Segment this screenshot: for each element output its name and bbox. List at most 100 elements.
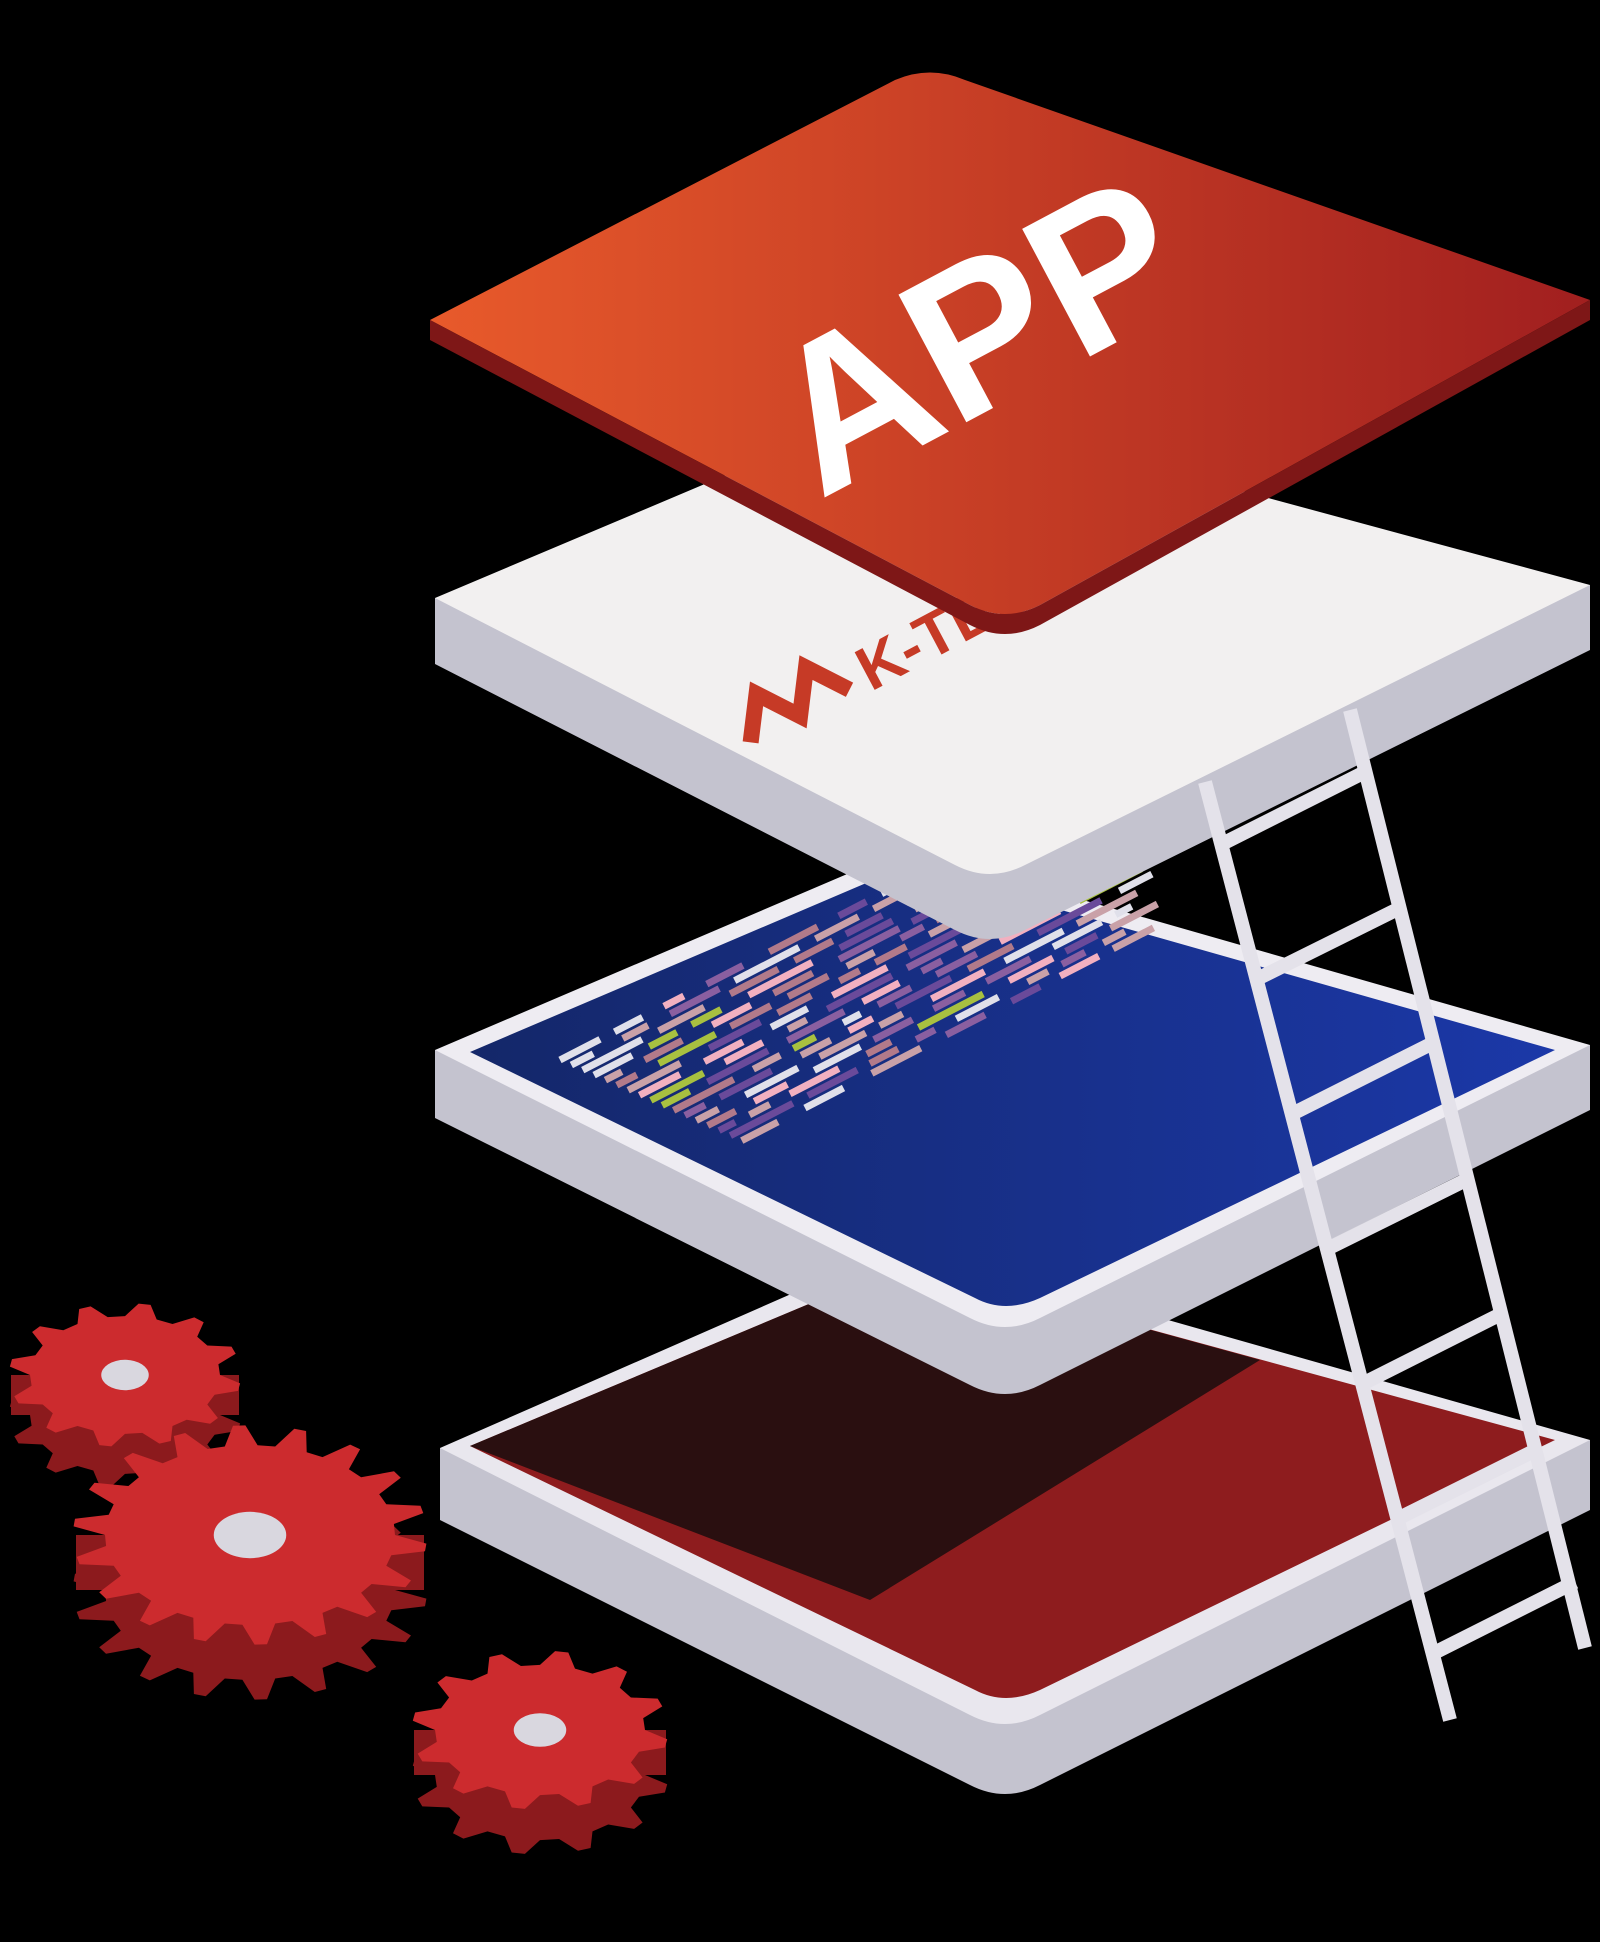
code-dash (1064, 932, 1099, 955)
code-dash (706, 1107, 738, 1129)
code-dash (894, 974, 953, 1010)
code-dash (931, 989, 967, 1012)
code-dash (581, 1036, 644, 1074)
code-dash (690, 1006, 723, 1028)
code-dash (813, 913, 860, 942)
code-dash (621, 1022, 650, 1042)
code-dash (872, 1016, 915, 1043)
code-dash (861, 979, 901, 1005)
code-dash (683, 1101, 707, 1119)
code-dash (705, 962, 745, 988)
code-dash (592, 1052, 634, 1079)
code-dash (899, 923, 926, 942)
code-dash (1111, 924, 1156, 952)
code-dash (657, 1004, 706, 1034)
code-dash (1108, 900, 1160, 932)
code-dash (718, 1067, 774, 1101)
code-dash (966, 942, 1015, 973)
code-dash (1007, 954, 1055, 984)
code-dash (702, 1038, 745, 1065)
code-dash (838, 917, 895, 952)
code-dash (1114, 903, 1134, 918)
gear-hub (213, 1511, 287, 1559)
code-dash (752, 1081, 789, 1105)
code-dash (844, 912, 884, 938)
code-dash (717, 1119, 737, 1134)
code-dash (818, 1029, 868, 1060)
code-dash (876, 984, 913, 1008)
code-dash (747, 959, 814, 999)
code-dash (916, 990, 985, 1031)
code-dash (954, 993, 1001, 1022)
code-dash (671, 1076, 736, 1114)
code-dash (767, 923, 820, 955)
code-dash (837, 898, 868, 919)
code-dash (785, 1008, 846, 1044)
code-dash (984, 955, 1032, 985)
code-dash (747, 1101, 772, 1118)
code-dash (612, 1014, 645, 1035)
code-dash (845, 949, 876, 970)
code-dash (865, 1038, 893, 1058)
code-dash (643, 1037, 684, 1063)
code-dash (710, 1001, 753, 1028)
code-dash (728, 1002, 773, 1030)
code-dash (934, 950, 979, 978)
code-dash (772, 969, 815, 997)
code-dash (786, 1016, 809, 1033)
code-dash (728, 1100, 795, 1139)
code-dash (660, 1088, 692, 1109)
code-dash (799, 1037, 833, 1059)
code-dash (1036, 897, 1103, 937)
code-dash (803, 1084, 846, 1112)
ladder-icon (1198, 708, 1592, 1722)
code-dash (1026, 968, 1050, 986)
code-dash (825, 972, 894, 1013)
code-dash (786, 972, 830, 1000)
code-dash (791, 1033, 818, 1052)
code-dash (743, 1064, 800, 1099)
code-dash (1075, 889, 1139, 927)
code-dash (1101, 928, 1127, 946)
code-dash (1117, 870, 1154, 894)
code-dash (873, 943, 908, 966)
code-dash (668, 985, 721, 1018)
code-dash (662, 992, 686, 1010)
code-dash (733, 944, 801, 984)
code-dash (1060, 949, 1087, 968)
code-dash (905, 939, 958, 971)
code-dash (806, 1066, 859, 1099)
code-dash (1051, 918, 1104, 951)
code-dash (837, 967, 862, 985)
base-layer (440, 1248, 1590, 1794)
code-dash (868, 1045, 900, 1067)
code-dash (728, 965, 780, 997)
code-dash (603, 1068, 624, 1084)
code-dash (751, 1052, 782, 1073)
code-dash (1058, 953, 1101, 980)
gear-hub (101, 1359, 149, 1391)
code-dash (792, 937, 835, 964)
app-tile: APP (430, 72, 1590, 634)
code-dash (830, 964, 889, 999)
code-dash (626, 1060, 682, 1094)
gear-hub (513, 1713, 567, 1747)
code-dash (769, 1005, 810, 1031)
code-dash (569, 1050, 595, 1069)
code-dash (649, 1069, 706, 1104)
code-dash (637, 1071, 682, 1099)
code-dash (920, 957, 944, 975)
code-dash (929, 968, 987, 1003)
code-dash (705, 1047, 770, 1086)
code-dash (647, 1029, 679, 1050)
gears-group (9, 1303, 668, 1854)
code-dash (1003, 927, 1065, 965)
code-dash (740, 1118, 780, 1144)
code-dash (776, 992, 813, 1017)
code-dash (615, 1071, 639, 1089)
code-dash (870, 1045, 923, 1077)
code-dash (847, 1015, 875, 1034)
code-dash (694, 1105, 721, 1124)
code-dash (944, 1011, 987, 1038)
